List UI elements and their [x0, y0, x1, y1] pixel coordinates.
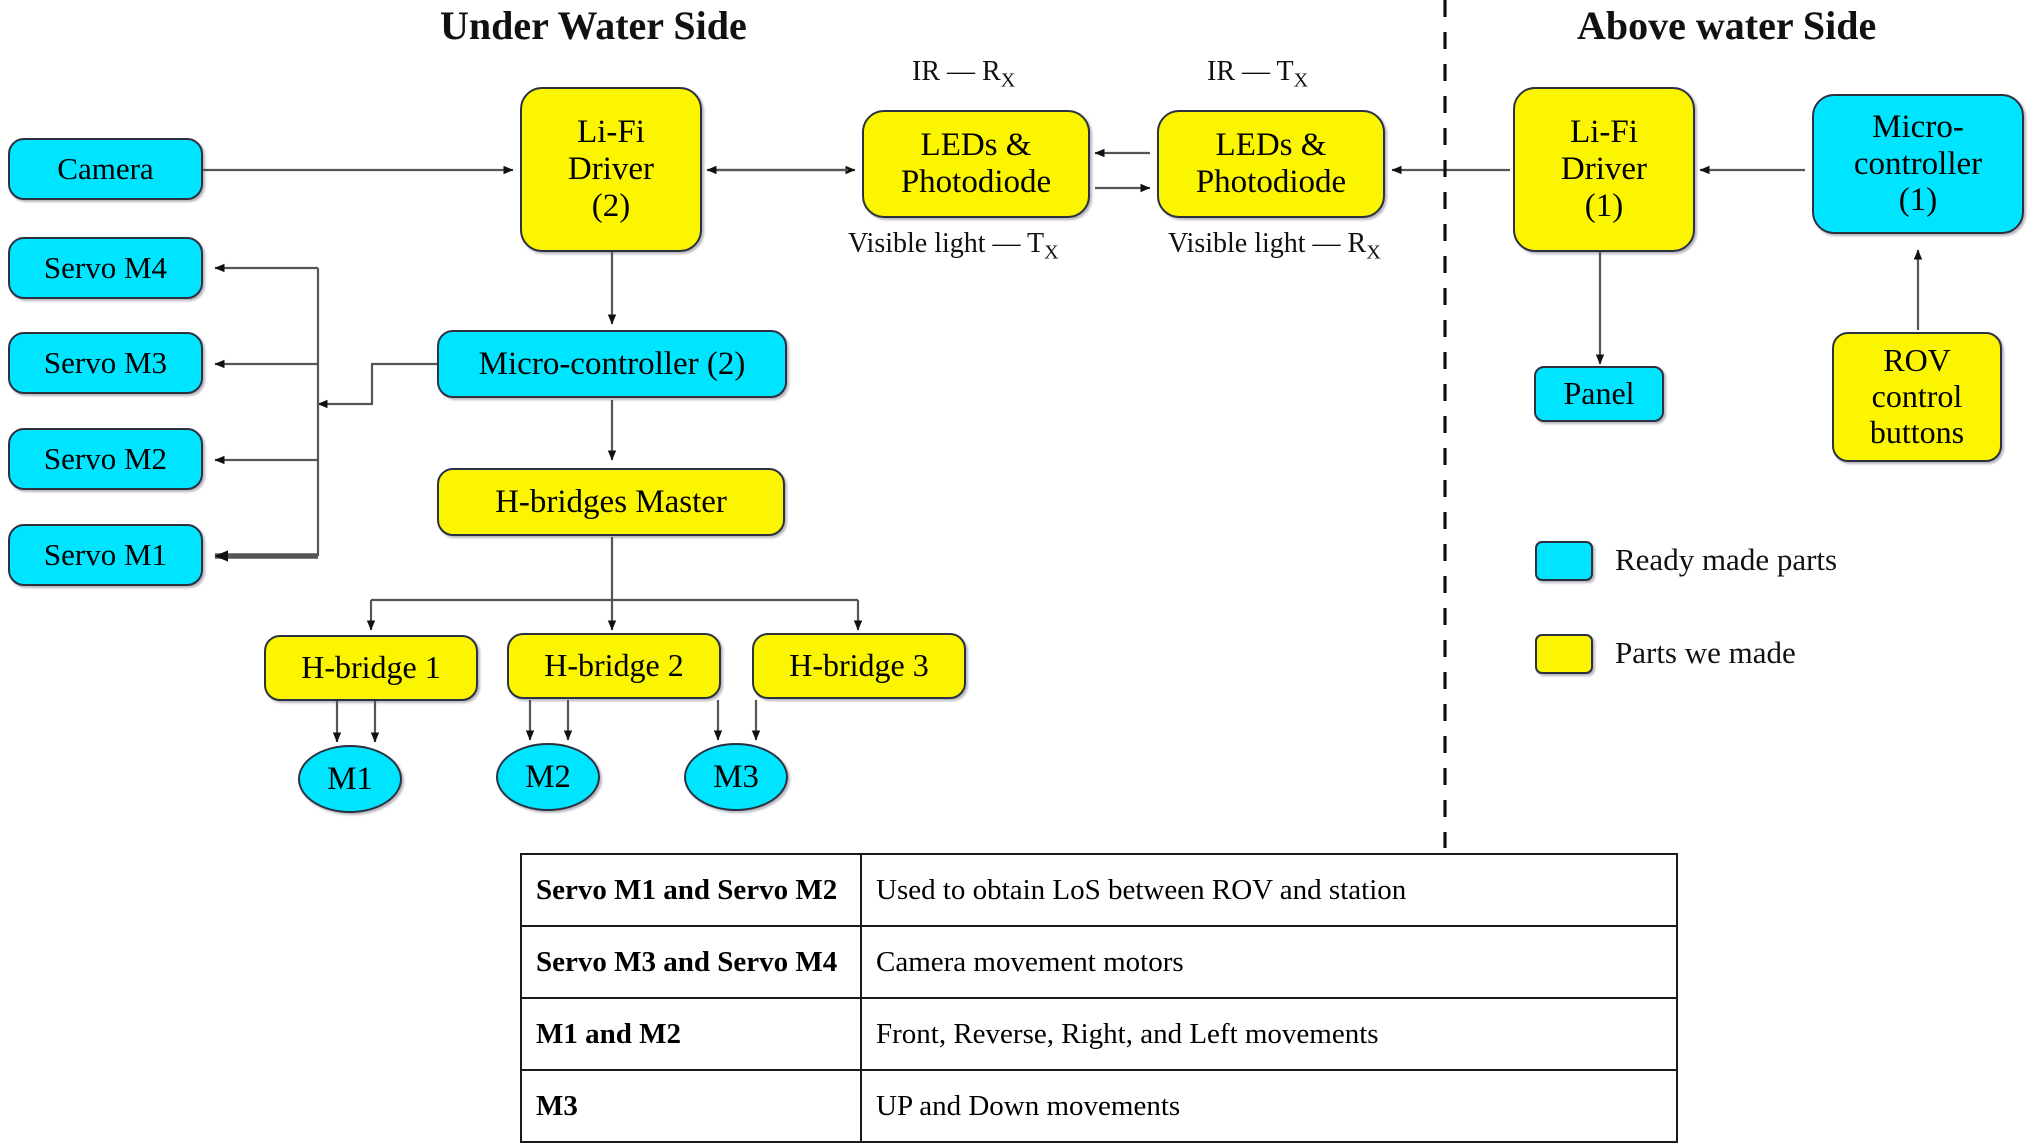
under-water-side-title: Under Water Side [440, 3, 747, 48]
node-lifi-driver-1[interactable]: Li-Fi Driver (1) [1513, 87, 1695, 252]
lifi-driver-1-line1: Li-Fi [1570, 114, 1638, 151]
rov-line3: buttons [1869, 413, 1965, 450]
node-camera[interactable]: Camera [8, 138, 203, 200]
table-cell-value: Used to obtain LoS between ROV and stati… [860, 853, 1678, 927]
label-vis-rx-text: Visible light — R [1168, 228, 1367, 259]
node-servo-m4[interactable]: Servo M4 [8, 237, 203, 299]
label-ir-rx-text: IR — R [912, 56, 1001, 87]
legend-label-ready-made: Ready made parts [1615, 542, 1838, 577]
node-hbridges-master[interactable]: H-bridges Master [437, 468, 785, 536]
table-row: M3 UP and Down movements [520, 1069, 1678, 1143]
node-hbridge-3[interactable]: H-bridge 3 [752, 633, 966, 699]
table-cell-key: M1 and M2 [520, 997, 862, 1071]
above-water-side-title: Above water Side [1577, 3, 1877, 48]
component-function-table: Servo M1 and Servo M2 Used to obtain LoS… [520, 853, 1678, 1143]
rov-line2: control [1871, 378, 1963, 415]
node-lifi-driver-2[interactable]: Li-Fi Driver (2) [520, 87, 702, 252]
label-ir-rx: IR — RX [912, 56, 1015, 93]
node-microcontroller-2[interactable]: Micro-controller (2) [437, 330, 787, 398]
leds-aw-line2: Photodiode [1195, 164, 1347, 200]
node-hbridge-1[interactable]: H-bridge 1 [264, 635, 478, 701]
lifi-driver-2-line3: (2) [591, 187, 631, 224]
lifi-driver-1-line3: (1) [1584, 187, 1624, 224]
legend-swatch-parts-we-made [1535, 634, 1593, 674]
lifi-driver-2-line2: Driver [567, 151, 655, 188]
node-servo-m3[interactable]: Servo M3 [8, 332, 203, 394]
label-vis-rx-sub: X [1366, 241, 1381, 264]
label-visible-light-rx: Visible light — RX [1168, 228, 1381, 265]
label-ir-tx-sub: X [1293, 69, 1309, 92]
leds-aw-line1: LEDs & [1215, 127, 1327, 164]
label-ir-tx-text: IR — T [1207, 56, 1294, 87]
leds-uw-line2: Photodiode [900, 164, 1052, 200]
node-servo-m2[interactable]: Servo M2 [8, 428, 203, 490]
table-row: M1 and M2 Front, Reverse, Right, and Lef… [520, 997, 1678, 1071]
leds-uw-line1: LEDs & [920, 127, 1032, 164]
mcu1-line1: Micro- [1872, 108, 1964, 145]
node-servo-m1[interactable]: Servo M1 [8, 524, 203, 586]
edge-mcu2-to-servo-bus [317, 362, 437, 409]
node-rov-control-buttons[interactable]: ROV control buttons [1832, 332, 2002, 462]
rov-line1: ROV [1883, 342, 1951, 379]
node-hbridge-2[interactable]: H-bridge 2 [507, 633, 721, 699]
label-visible-light-tx: Visible light — TX [848, 228, 1059, 265]
table-cell-key: Servo M3 and Servo M4 [520, 925, 862, 999]
label-vis-tx-text: Visible light — T [848, 228, 1045, 259]
lifi-driver-1-line2: Driver [1560, 151, 1648, 188]
node-microcontroller-1[interactable]: Micro- controller (1) [1812, 94, 2024, 234]
table-cell-value: Front, Reverse, Right, and Left movement… [860, 997, 1678, 1071]
node-motor-m3[interactable]: M3 [684, 743, 788, 811]
label-ir-tx: IR — TX [1207, 56, 1308, 93]
table-row: Servo M1 and Servo M2 Used to obtain LoS… [520, 853, 1678, 927]
legend-swatch-ready-made [1535, 541, 1593, 581]
table-cell-key: M3 [520, 1069, 862, 1143]
table-cell-key: Servo M1 and Servo M2 [520, 853, 862, 927]
node-leds-photodiode-underwater[interactable]: LEDs & Photodiode [862, 110, 1090, 218]
table-row: Servo M3 and Servo M4 Camera movement mo… [520, 925, 1678, 999]
node-panel[interactable]: Panel [1534, 366, 1664, 422]
label-ir-rx-sub: X [1000, 69, 1016, 92]
mcu1-line2: controller [1853, 145, 1983, 182]
legend-label-parts-we-made: Parts we made [1615, 635, 1796, 670]
table-cell-value: Camera movement motors [860, 925, 1678, 999]
label-vis-tx-sub: X [1044, 241, 1059, 264]
lifi-driver-2-line1: Li-Fi [577, 114, 645, 151]
mcu1-line3: (1) [1898, 182, 1938, 219]
node-motor-m1[interactable]: M1 [298, 745, 402, 813]
table-cell-value: UP and Down movements [860, 1069, 1678, 1143]
node-leds-photodiode-abovewater[interactable]: LEDs & Photodiode [1157, 110, 1385, 218]
node-motor-m2[interactable]: M2 [496, 743, 600, 811]
